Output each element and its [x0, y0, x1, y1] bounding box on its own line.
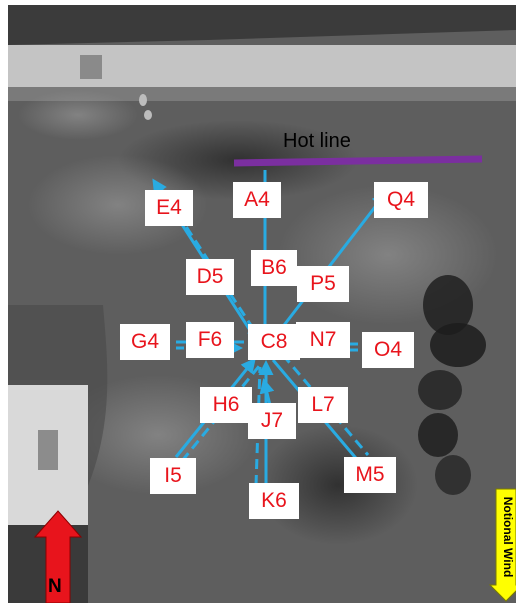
station-c8: C8: [248, 324, 300, 360]
station-j7: J7: [248, 403, 296, 439]
station-f6: F6: [186, 322, 234, 358]
arrow-i5-c8-dashed: [180, 364, 262, 462]
hot-line: [233, 155, 483, 167]
map-graphics: [8, 5, 516, 603]
station-i5: I5: [150, 458, 196, 494]
station-n7: N7: [296, 322, 350, 358]
station-a4: A4: [233, 182, 281, 218]
notional-wind-label: Notional Wind: [501, 496, 515, 578]
station-o4: O4: [362, 332, 414, 368]
station-g4: G4: [120, 324, 170, 360]
north-label: N: [48, 576, 62, 597]
station-e4: E4: [145, 190, 193, 226]
terrain: [8, 5, 516, 603]
north-arrow-icon: [33, 510, 83, 603]
station-d5: D5: [186, 259, 234, 295]
station-k6: K6: [249, 483, 299, 519]
station-b6: B6: [251, 250, 297, 286]
arrow-c8-q4: [276, 191, 387, 334]
station-l7: L7: [298, 387, 348, 423]
station-m5: M5: [344, 457, 396, 493]
hot-line-label: Hot line: [283, 130, 351, 152]
arrow-k6-c8-dashed: [254, 366, 262, 486]
aerial-map: [8, 5, 516, 603]
station-h6: H6: [200, 387, 252, 423]
arrow-j7-c8: [259, 378, 275, 406]
arrow-e4-c8-dashed: [158, 186, 262, 342]
station-q4: Q4: [374, 182, 428, 218]
notional-wind-arrow-icon: [488, 488, 516, 602]
station-p5: P5: [297, 266, 349, 302]
